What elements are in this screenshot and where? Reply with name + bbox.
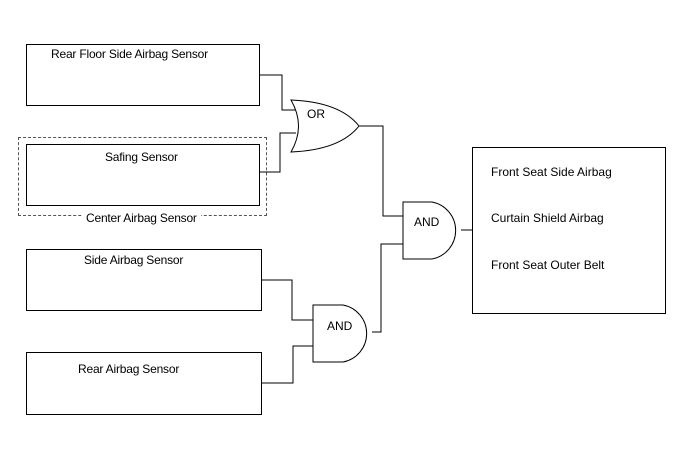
wire-and-bottom-to-and-top [372,243,403,333]
output-front-seat-outer-belt: Front Seat Outer Belt [491,258,605,272]
rear-airbag-sensor-label: Rear Airbag Sensor [78,362,180,376]
wire-rear-floor-to-or [259,74,296,111]
center-airbag-sensor-label: Center Airbag Sensor [82,211,201,225]
wire-or-to-and-top [357,125,403,217]
safing-sensor-label: Safing Sensor [105,150,178,164]
or-gate-label: OR [307,107,325,121]
and-gate-top-label: AND [414,215,440,229]
and-gate-bottom-label: AND [327,319,353,333]
and-gate-top-shape [402,201,457,260]
wire-side-to-and-bottom [261,279,313,321]
side-airbag-sensor-label: Side Airbag Sensor [84,253,184,267]
outputs-box [472,147,666,314]
output-curtain-shield-airbag: Curtain Shield Airbag [491,211,604,225]
safing-sensor-box [26,144,260,206]
or-gate-shape [290,99,360,153]
side-airbag-sensor-box [26,249,262,311]
rear-airbag-sensor-box [26,352,262,415]
rear-floor-side-airbag-sensor-label: Rear Floor Side Airbag Sensor [51,47,208,61]
output-front-seat-side-airbag: Front Seat Side Airbag [491,165,612,179]
rear-floor-side-airbag-sensor-box [26,44,260,106]
wire-safing-to-or [259,132,296,173]
and-gate-bottom-shape [312,304,368,363]
wire-rear-to-and-bottom [261,345,313,384]
